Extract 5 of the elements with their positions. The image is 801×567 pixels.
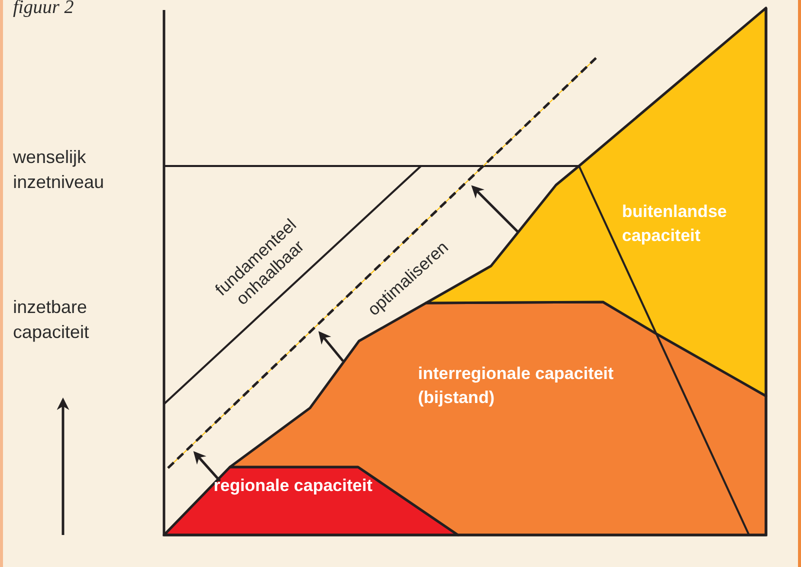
axis-label: wenselijk inzetniveau — [13, 146, 106, 194]
axis-label: inzetbare capaciteit — [13, 296, 90, 344]
area-label: interregionale capaciteit (bijstand) — [418, 363, 615, 409]
area-label: buitenlandse capaciteit — [622, 201, 728, 247]
area-label: regionale capaciteit — [212, 475, 374, 497]
